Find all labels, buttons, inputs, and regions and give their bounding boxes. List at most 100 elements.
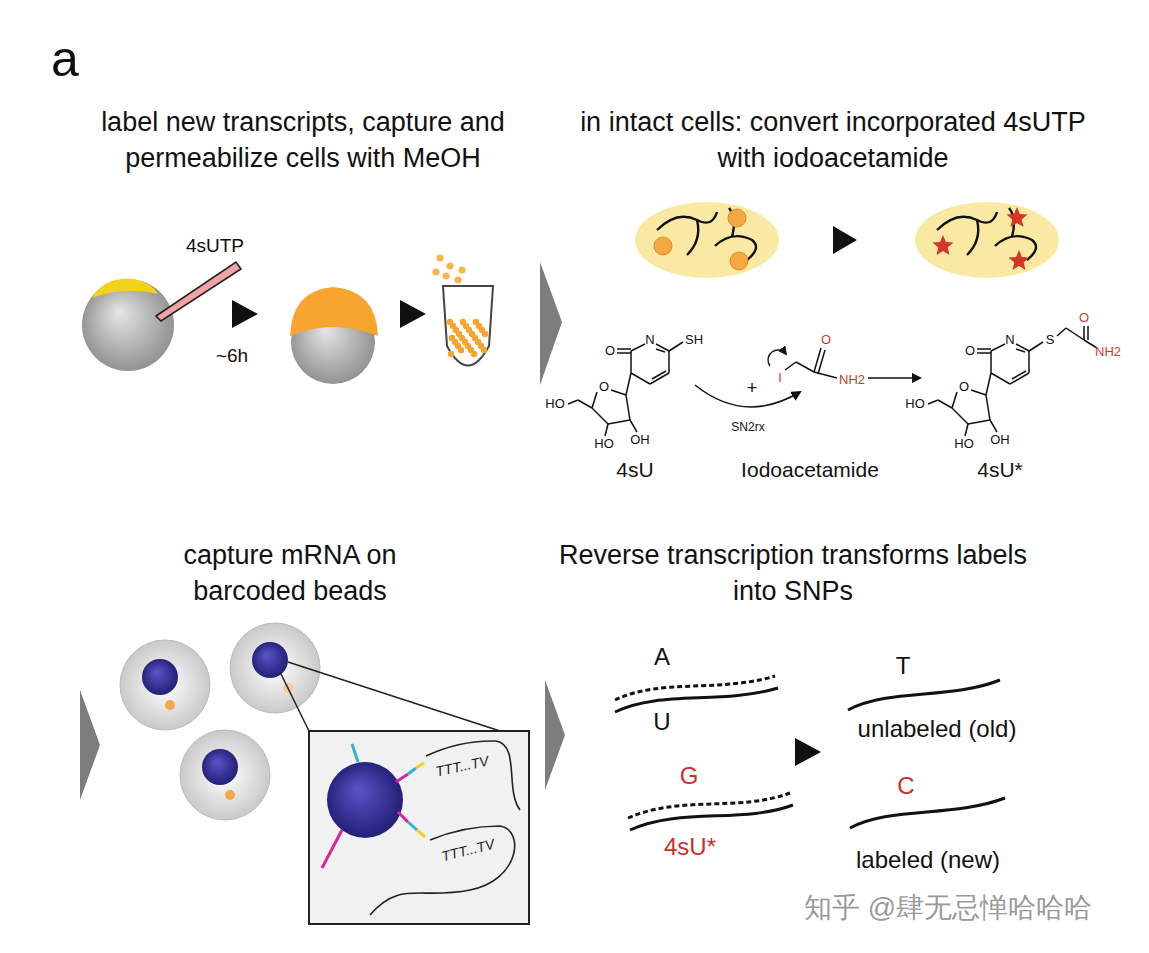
cell — [635, 202, 779, 278]
oligo-linker — [322, 830, 342, 868]
bond — [1028, 351, 1030, 373]
label: ~6h — [216, 345, 248, 367]
bond — [1029, 342, 1043, 351]
label: O — [599, 380, 609, 395]
oligo-linker — [352, 744, 358, 762]
mrna-strand — [370, 826, 515, 915]
label: I — [778, 371, 782, 386]
inset-ground — [310, 732, 528, 923]
bond — [608, 420, 630, 424]
reaction-arrow — [868, 377, 920, 379]
bond — [818, 350, 825, 374]
bond — [968, 420, 990, 424]
label: labeled (new) — [856, 846, 1000, 874]
label: in intact cells: convert incorporated 4s… — [573, 104, 1093, 176]
label: U — [653, 708, 670, 736]
rna-strand — [967, 220, 978, 255]
rna-strand — [630, 805, 793, 830]
tube — [443, 286, 493, 366]
label: unlabeled (old) — [858, 715, 1017, 743]
panel-chevron — [545, 680, 565, 790]
cell-dot — [448, 351, 454, 357]
bond — [1083, 326, 1085, 340]
oligo-linker — [408, 822, 417, 830]
electron-arrow — [768, 350, 786, 366]
drawing — [80, 202, 1097, 923]
label: HO — [905, 397, 925, 412]
bond — [652, 371, 666, 379]
bond — [971, 390, 986, 395]
oligo-dt-label: TTT...TV — [434, 753, 490, 780]
cdna-strand — [628, 793, 790, 818]
rna-strand — [657, 212, 717, 230]
label: 4sU — [616, 458, 653, 482]
bond — [605, 424, 608, 436]
oligo-linker — [417, 830, 425, 837]
step-arrow — [795, 738, 821, 766]
bond — [991, 344, 1005, 351]
converted-label — [933, 235, 954, 255]
bond — [578, 400, 592, 408]
bond — [626, 373, 631, 395]
label: HO — [545, 397, 565, 412]
falling-cell — [436, 254, 443, 261]
rna-strand — [937, 212, 997, 230]
bond — [656, 344, 669, 351]
label: Reverse transcription transforms labels … — [543, 537, 1043, 609]
bond — [814, 372, 837, 378]
label: NH2 — [1095, 345, 1121, 360]
bond — [631, 344, 645, 351]
label: O — [821, 333, 831, 348]
bond — [1012, 371, 1026, 379]
oligo-linker — [408, 768, 416, 774]
converted-label — [1009, 250, 1030, 270]
label: OH — [630, 433, 650, 448]
label: SH — [685, 333, 703, 348]
label: O — [1079, 311, 1089, 326]
label: O — [959, 380, 969, 395]
falling-cell — [442, 272, 449, 279]
rna-strand — [687, 220, 698, 255]
bond — [1016, 344, 1029, 351]
bond — [568, 400, 578, 404]
leader-line — [288, 662, 500, 731]
cell-dot — [458, 347, 464, 353]
label: N — [1005, 333, 1014, 348]
label: 4sU* — [664, 833, 716, 861]
panel-chevron — [540, 262, 562, 385]
label: O — [965, 344, 975, 359]
4su-label — [728, 209, 746, 227]
label: 4sU* — [977, 458, 1023, 482]
cell-dot — [482, 331, 488, 337]
panel-chevron — [80, 690, 100, 800]
bond — [617, 348, 631, 350]
label: + — [747, 378, 758, 399]
falling-cell — [458, 266, 465, 273]
label: Iodoacetamide — [741, 458, 879, 482]
bond — [785, 362, 796, 370]
step-arrow — [232, 300, 258, 328]
watermark: 知乎 @肆无忌惮哈哈哈 — [804, 892, 1092, 924]
label: O — [605, 344, 615, 359]
oligo-linker — [396, 774, 408, 782]
orange-dot — [165, 700, 175, 710]
label: HO — [594, 437, 614, 452]
bond — [986, 373, 991, 395]
bond — [592, 408, 608, 424]
label: T — [896, 652, 911, 680]
orange-dot — [225, 790, 235, 800]
bond — [669, 342, 683, 351]
bond — [928, 400, 938, 404]
bond — [630, 420, 637, 432]
bond — [592, 392, 597, 408]
bond — [952, 392, 957, 408]
rna-strand — [850, 798, 1005, 828]
falling-cell — [432, 268, 439, 275]
label: SN2rx — [731, 421, 764, 435]
cell — [120, 640, 210, 730]
label: NH2 — [839, 373, 865, 388]
bead — [142, 659, 178, 695]
mrna-strand — [426, 741, 520, 810]
bond — [1087, 326, 1089, 340]
